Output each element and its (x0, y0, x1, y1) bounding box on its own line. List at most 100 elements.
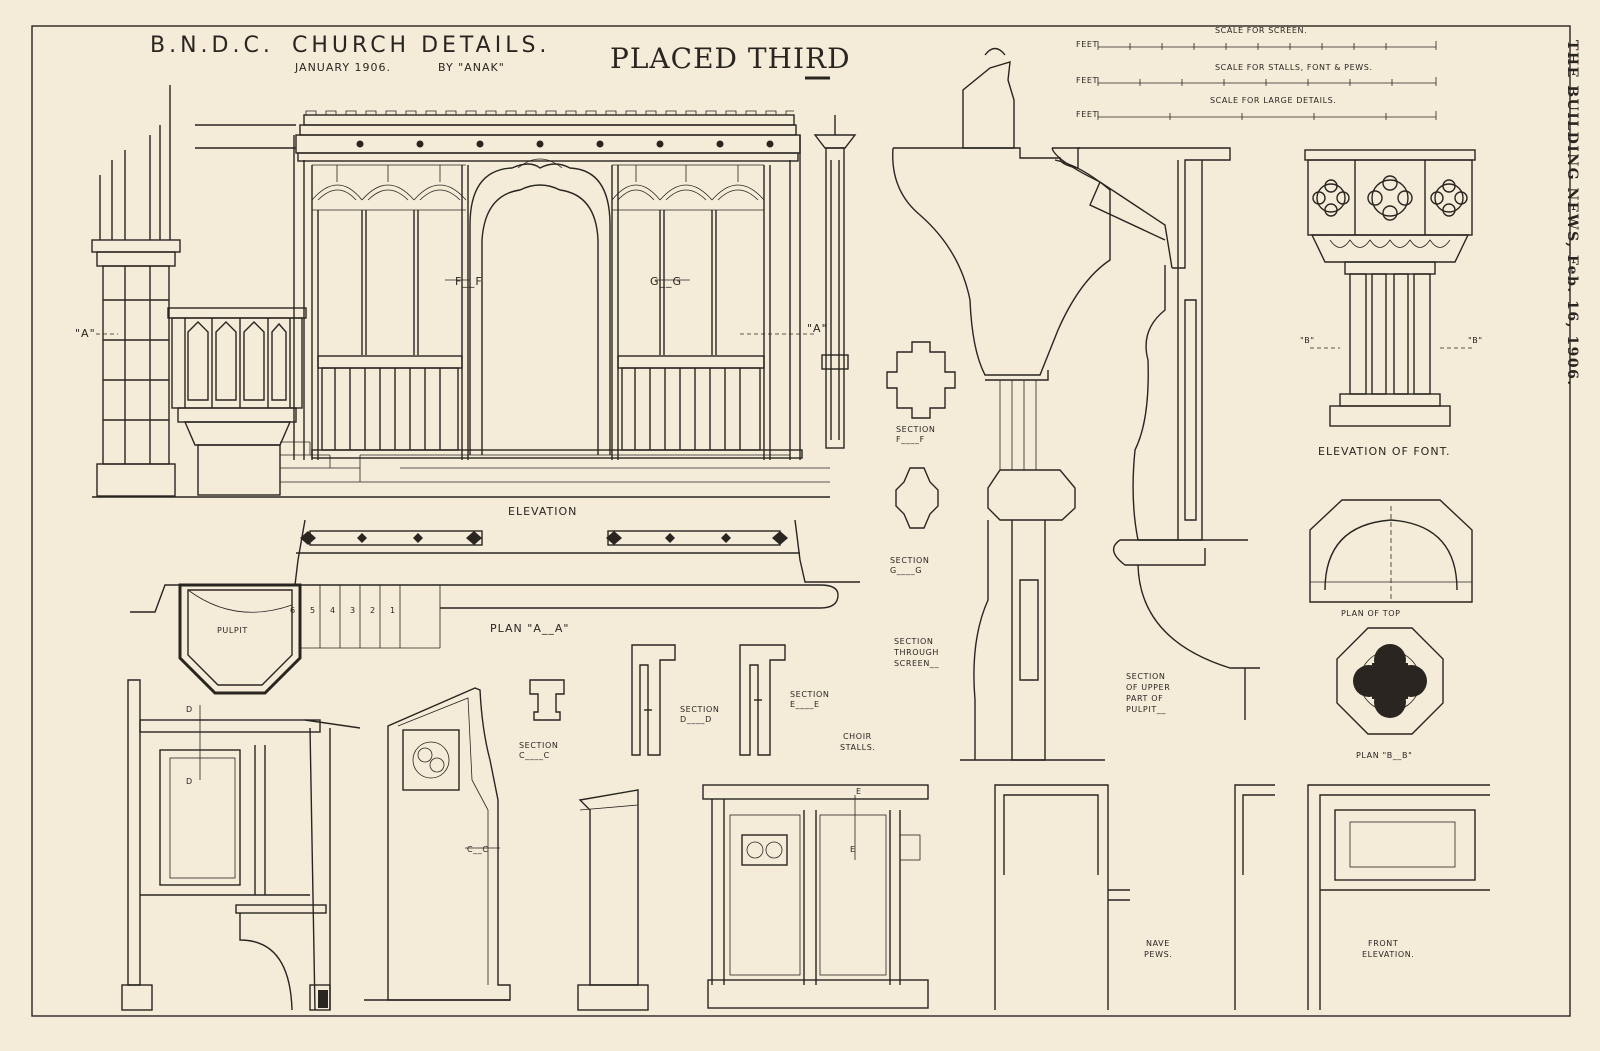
plan-bb-quatrefoil (1353, 644, 1427, 718)
step-5: 5 (310, 606, 316, 615)
section-dd-label: SECTION (680, 705, 719, 714)
scale-stalls-prefix: FEET (1076, 76, 1098, 85)
step-1: 1 (390, 606, 396, 615)
plan-bb-octagon (1336, 627, 1444, 735)
pulpit-bracket (1051, 147, 1173, 269)
section-dd-shape (631, 644, 676, 756)
font-capitals (1310, 234, 1470, 263)
section-cc-label: SECTION (519, 741, 558, 750)
nave-label-2: PEWS. (1144, 950, 1172, 959)
pulpit-cap (1052, 147, 1231, 269)
scale-stalls-label: SCALE FOR STALLS, FONT & PEWS. (1215, 63, 1373, 72)
scale-details-prefix: FEET (1076, 110, 1098, 119)
step-3: 3 (350, 606, 356, 615)
scale-stalls-ticks (1097, 77, 1437, 86)
section-cc: SECTION C____C (519, 679, 565, 760)
post-section (1011, 520, 1046, 761)
pulpit-sill-mould (1112, 539, 1206, 566)
screen-cornice (195, 114, 801, 460)
font-quatrefoils (1312, 175, 1468, 221)
tracery-right (611, 164, 765, 211)
marker-d-bottom: D (186, 777, 193, 786)
section-ee-label: SECTION (790, 690, 829, 699)
marker-b-left: "B" (1300, 336, 1315, 345)
step-2: 2 (370, 606, 376, 615)
pulpit-mould (1132, 265, 1178, 541)
screen-outline (973, 520, 989, 760)
choir-label-1: CHOIR (843, 732, 872, 741)
plan-screen-posts (300, 531, 788, 545)
section-gg-shape (895, 467, 939, 529)
cornice-crest (305, 110, 794, 116)
section-ee: SECTION E____E (739, 644, 829, 756)
scale-details-ticks (1097, 111, 1437, 120)
choir-stalls-front: E E CHOIR STALLS. (702, 732, 929, 1009)
bench-end-outline (387, 687, 511, 1001)
stall-foot-block (318, 990, 328, 1008)
plan-top-caption: PLAN OF TOP (1341, 609, 1401, 618)
font-elevation: "B" "B" ELEVATION OF FONT. (1300, 149, 1483, 458)
stall-desk (304, 719, 361, 1011)
sheet-author: BY "ANAK" (438, 61, 505, 74)
section-through-screen: SECTION THROUGH SCREEN__ (892, 47, 1111, 761)
marker-b-right: "B" (1468, 336, 1483, 345)
section-cc-shape (529, 679, 565, 721)
nave-label-1: NAVE (1146, 939, 1170, 948)
bench-end: C__C (364, 687, 511, 1001)
elevation-font-caption: ELEVATION OF FONT. (1318, 445, 1450, 458)
front-label-1: FRONT (1368, 939, 1398, 948)
pulpit-elevation (167, 307, 307, 496)
section-screen-3: SCREEN__ (894, 659, 940, 668)
cornice-bosses (356, 140, 774, 148)
section-ff-gg: SECTION F____F SECTION G____G (886, 341, 956, 575)
side-caption: THE BUILDING NEWS, Feb. 16, 1906. (1564, 40, 1580, 387)
elevation-caption: ELEVATION (508, 505, 577, 518)
pulpit-wall (1177, 160, 1203, 541)
plate-border (31, 25, 1571, 1017)
crest-finial (984, 47, 1006, 56)
marker-gg: G__G (650, 275, 682, 288)
marker-d-top: D (186, 705, 193, 714)
bench-end-panel (402, 729, 460, 791)
plan-pulpit (178, 583, 302, 695)
screen-elevation: "A" "A" F__F G__G ELEVATION (75, 85, 857, 518)
section-ee-sub: E____E (790, 700, 820, 709)
pulpit-bracket-inner (1089, 181, 1166, 241)
plan-aa-caption: PLAN "A__A" (490, 622, 569, 635)
placement-title: PLACED THIRD (610, 42, 851, 75)
section-marker-lines (96, 279, 815, 335)
marker-e-top: E (856, 787, 862, 796)
font-foliage (1329, 239, 1451, 248)
pew-end (577, 789, 649, 1011)
plan-top-outline (1309, 499, 1473, 603)
society-title: B.N.D.C. (150, 33, 274, 58)
section-dd-sub: D____D (680, 715, 712, 724)
plan-aa: 6 5 4 3 2 1 PULPIT PLAN "A__A" (130, 519, 860, 695)
choir-label-2: STALLS. (840, 743, 876, 752)
step-6: 6 (290, 606, 296, 615)
pulpit-label: PULPIT (217, 626, 248, 635)
section-screen-2: THROUGH (893, 648, 939, 657)
tracery-left (311, 164, 467, 211)
plan-steps (299, 585, 441, 649)
front-label-2: ELEVATION. (1362, 950, 1414, 959)
section-gg-label: SECTION (890, 556, 929, 565)
panel-section (1019, 579, 1039, 681)
stall-end (127, 679, 141, 986)
marker-a-right: "A" (807, 322, 828, 335)
cornice-section (893, 147, 1080, 169)
central-arch (469, 158, 611, 455)
step-4: 4 (330, 606, 336, 615)
right-post (813, 115, 857, 449)
plan-screen-bases (309, 530, 781, 546)
section-ee-shape (739, 644, 786, 756)
plan-bb-caption: PLAN "B__B" (1356, 751, 1412, 760)
pulpit-underside (1137, 564, 1260, 669)
scale-screen-prefix: FEET (1076, 40, 1098, 49)
scale-screen-label: SCALE FOR SCREEN. (1215, 26, 1307, 35)
marker-ff: F__F (455, 275, 483, 288)
nave-pews: NAVE PEWS. FRONT ELEVATION. (994, 784, 1490, 1010)
marker-cc: C__C (467, 845, 489, 854)
